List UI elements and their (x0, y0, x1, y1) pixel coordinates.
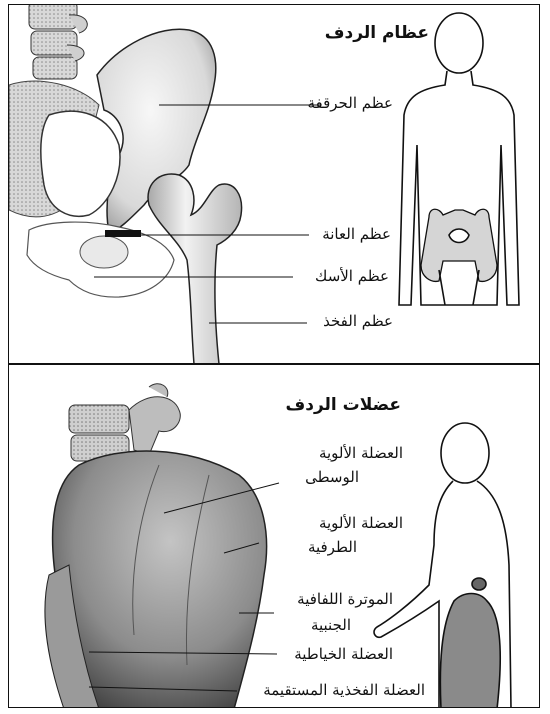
hip-muscles-panel: عضلات الردف العضلة الألوية الوسطى العضلة… (9, 365, 540, 708)
gluteus-maximus-label-1: العضلة الألوية (319, 513, 403, 533)
sartorius-label: العضلة الخياطية (294, 644, 393, 664)
gluteus-medius-label-1: العضلة الألوية (319, 443, 403, 463)
hip-bones-panel: عظام الردف عظم الحرقفة عظم العانة عظم ال… (9, 5, 540, 364)
vertebrae-drawing (29, 5, 87, 79)
ilium-label: عظم الحرقفة (307, 93, 393, 113)
gluteus-maximus-label-2: الطرفية (308, 537, 357, 557)
ischium-label: عظم الأسك (315, 266, 389, 286)
femur-label: عظم الفخذ (323, 311, 393, 331)
body-silhouette-pelvis (399, 13, 519, 305)
spine-drawing (69, 384, 180, 461)
muscles-section-title: عضلات الردف (285, 395, 401, 415)
figure-frame: عظام الردف عظم الحرقفة عظم العانة عظم ال… (8, 4, 540, 708)
hip-bones-illustration (9, 5, 540, 364)
body-silhouette-walking (374, 423, 511, 708)
rectus-femoris-label: العضلة الفخذية المستقيمة (263, 680, 425, 700)
pubis-label: عظم العانة (322, 224, 391, 244)
gluteus-medius-label-2: الوسطى (305, 467, 359, 487)
fascia-lata-label-1: الموترة اللفافية (297, 589, 393, 609)
bones-section-title: عظام الردف (325, 23, 429, 43)
fascia-lata-label-2: الجنبية (311, 615, 351, 635)
hip-muscles-illustration (9, 365, 540, 708)
